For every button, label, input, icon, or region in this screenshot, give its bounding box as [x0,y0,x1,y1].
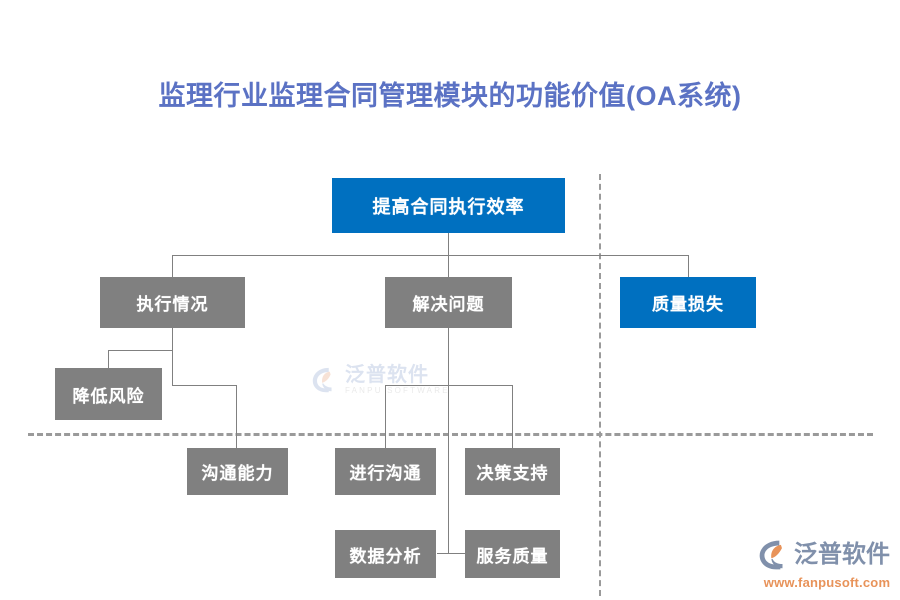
node-label: 沟通能力 [201,464,274,483]
connector-to-gtnl [236,385,237,448]
connector-level2-bus [172,255,689,256]
node-label: 数据分析 [349,546,422,566]
dashed-horizontal-divider [28,433,873,436]
watermark-en-text: FANPU SOFTWARE [345,386,450,395]
node-label: 执行情况 [136,295,209,314]
node-label: 降低风险 [72,386,145,406]
dashed-vertical-divider [599,174,601,596]
node-data-analysis[interactable]: 数据分析 [335,530,436,578]
connector-zxqk-to-jdfx-bus [108,350,173,351]
connector-jjwt-lower-stem [448,385,449,554]
fanpu-logo-icon [759,540,783,570]
node-label: 质量损失 [652,295,724,314]
fanpu-logo: 泛普软件 www.fanpusoft.com [757,538,897,594]
node-label: 服务质量 [476,546,549,566]
node-label: 提高合同执行效率 [372,196,525,217]
fanpu-logo-icon [312,367,332,393]
node-improve-contract-efficiency[interactable]: 提高合同执行效率 [332,178,565,233]
node-reduce-risk[interactable]: 降低风险 [55,368,162,420]
logo-row: 泛普软件 [757,538,897,572]
node-label: 进行沟通 [349,464,422,483]
page-title: 监理行业监理合同管理模块的功能价值(OA系统) [158,81,742,111]
center-watermark: 泛普软件 FANPU SOFTWARE [310,358,490,402]
node-label: 决策支持 [476,464,549,483]
node-communication-ability[interactable]: 沟通能力 [187,448,288,495]
connector-to-zxqk [172,255,173,277]
node-quality-loss[interactable]: 质量损失 [620,277,756,328]
connector-to-jczc [512,385,513,448]
connector-zxqk-stem [172,328,173,385]
connector-to-jxgt [385,385,386,448]
node-solve-problem[interactable]: 解决问题 [385,277,512,328]
node-service-quality[interactable]: 服务质量 [465,530,560,578]
watermark-cn-text: 泛普软件 [345,364,429,386]
connector-zxqk-to-gtnl-bus [172,385,236,386]
connector-bottom-bus [437,553,465,554]
node-decision-support[interactable]: 决策支持 [465,448,560,495]
connector-to-jdfx [108,350,109,368]
logo-url-text: www.fanpusoft.com [763,575,891,590]
connector-to-jjwt [448,255,449,277]
node-conduct-communication[interactable]: 进行沟通 [335,448,436,495]
connector-jjwt-stem [448,328,449,385]
connector-root-stem [448,233,449,256]
node-label: 解决问题 [412,295,485,314]
logo-cn-text: 泛普软件 [794,541,890,568]
node-execution-status[interactable]: 执行情况 [100,277,245,328]
connector-jjwt-bus [385,385,513,386]
connector-to-zlss [688,255,689,277]
